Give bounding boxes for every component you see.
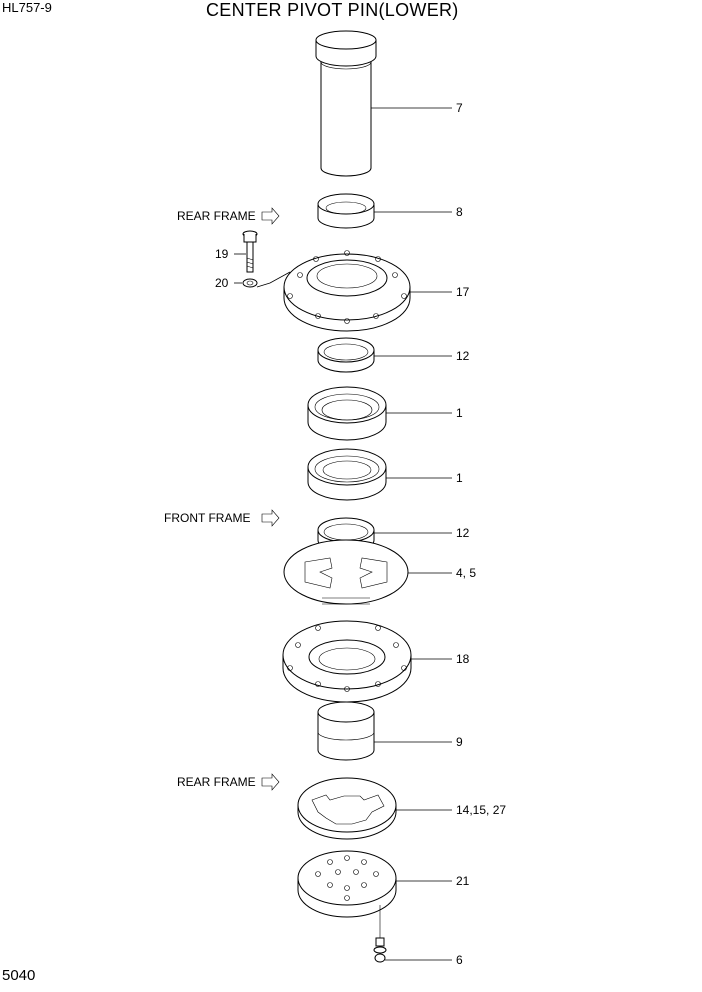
part-1-bearing-lower xyxy=(307,448,387,501)
callout-number: 8 xyxy=(456,205,463,219)
callout-number: 9 xyxy=(456,735,463,749)
callout-number: 1 xyxy=(456,406,463,420)
frame-label: REAR FRAME xyxy=(177,775,256,789)
part-1-bearing-upper xyxy=(307,386,387,441)
callout-number: 20 xyxy=(215,276,229,290)
part-18-lower-flange xyxy=(282,620,412,703)
part-21-cover-plate xyxy=(297,850,397,918)
callout-number: 6 xyxy=(456,953,463,967)
callout-number: 12 xyxy=(456,349,470,363)
callout-number: 21 xyxy=(456,874,470,888)
page-title: CENTER PIVOT PIN(LOWER) xyxy=(206,0,459,20)
callout-number: 17 xyxy=(456,285,470,299)
callout-number: 14,15, 27 xyxy=(456,803,507,817)
arrow-icon xyxy=(261,509,280,527)
callout-number: 1 xyxy=(456,471,463,485)
part-6-grease-fitting xyxy=(373,905,387,963)
page-number: 5040 xyxy=(2,967,36,984)
callout-number: 7 xyxy=(456,101,463,115)
part-12-seal-upper xyxy=(317,337,375,373)
part-8-bushing xyxy=(317,193,375,229)
leader-lines xyxy=(234,107,452,961)
frame-label: FRONT FRAME xyxy=(164,511,251,525)
callout-number: 4, 5 xyxy=(456,566,477,580)
arrow-icon xyxy=(261,207,280,225)
arrow-icon xyxy=(261,773,280,791)
model-code: HL757-9 xyxy=(2,0,52,15)
part-14-15-27-plate xyxy=(297,777,397,840)
part-19-bolt xyxy=(242,230,258,273)
part-9-sleeve xyxy=(317,701,375,761)
callout-number: 19 xyxy=(215,247,229,261)
frame-label: REAR FRAME xyxy=(177,209,256,223)
part-20-washer xyxy=(242,278,258,288)
part-4-5-shim xyxy=(283,539,409,605)
callout-number: 18 xyxy=(456,652,470,666)
part-7-pivot-pin xyxy=(315,30,377,177)
part-17-upper-flange xyxy=(283,250,411,332)
callout-number: 12 xyxy=(456,526,470,540)
